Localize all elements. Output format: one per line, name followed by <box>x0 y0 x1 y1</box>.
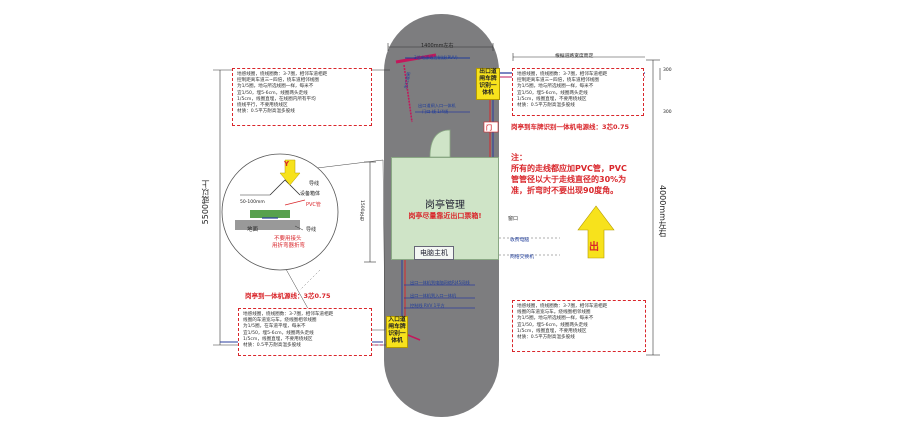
exit-arrow-label: 出 <box>589 242 599 253</box>
right-cable-label: 岗亭到车牌识别一体机电源线：3芯0.75 <box>511 123 630 131</box>
bottom-line-label-2: 出口一体机到入口一体机 <box>410 293 457 298</box>
mid-line-label-2: 门口 线 1/4线 <box>422 109 449 114</box>
pc-host-box: 电脑主机 <box>414 246 454 260</box>
right-vertical-label: 4000mm左右 <box>658 185 667 237</box>
door-label: 门 <box>486 125 493 132</box>
inset-height-label: 50-100mm <box>240 200 265 205</box>
booth-title: 岗亭管理 <box>425 200 465 211</box>
equipment-label-2: 网络交换机 <box>510 255 534 260</box>
booth-height-dim: 1500左右 <box>359 200 364 221</box>
bottom-line-label-1: 出口一体机到电脑网络RJ45网线 <box>410 280 470 285</box>
guard-booth: 岗亭管理 岗亭尽量靠近出口票箱! 电脑主机 <box>391 157 499 260</box>
inset-ground-label: 地面 <box>247 227 259 233</box>
inset-device-label: 设备箱体 <box>300 191 321 197</box>
note-bottom-right: 地感线圈，绕线圈数：3-7圈，相邻车道相距线圈的车道宽与车。绕线圈相邻线圈为1/… <box>512 300 646 352</box>
right-mid-small-dim: 300 <box>663 110 672 115</box>
inset-warning-2: 用折弯器折弯 <box>272 243 306 249</box>
booth-door-arc <box>429 129 451 158</box>
inset-pvc-label: PVC管 <box>306 202 321 208</box>
exit-arrow <box>577 205 615 259</box>
door-box <box>483 121 499 133</box>
note-top-left: 地感线圈，绕线圈数：3-7圈，相邻车道相距控制距离车道三~四倍，绕车道相邻线圈为… <box>232 68 372 126</box>
bottom-line-label-3: 控制线 RVV 1平方 <box>410 303 445 308</box>
inset-warning-1: 不要用接头 <box>274 236 302 242</box>
right-top-small-dim: 300 <box>663 68 672 73</box>
note-bottom-left: 地感线圈，绕线圈数：3-7圈，相邻车道相距线圈的车道宽与车。绕线圈相邻线圈为1/… <box>238 308 372 356</box>
mid-line-label-1: 出口道闸入口一体机 <box>418 103 456 108</box>
exit-lpr-camera-sign: 出口道闸车牌识别一体机 <box>476 68 500 100</box>
inset-y-mark: Y <box>284 160 290 168</box>
booth-subtitle: 岗亭尽量靠近出口票箱! <box>408 212 482 220</box>
left-cable-label: 岗亭到一体机源线：3芯0.75 <box>245 292 331 300</box>
inset-guide-line-label: 导线 <box>309 181 320 187</box>
left-vertical-label: 5500或以上 <box>201 180 210 225</box>
entry-lpr-camera-sign: 入口道闸车牌识别一体机 <box>386 316 408 348</box>
top-dimension-label: 1400mm左右 <box>421 43 454 49</box>
road-width-label: 根据道路宽度而定 <box>555 54 594 59</box>
note-top-right: 地感线圈，绕线圈数：3-7圈，相邻车道相距控制距离车道三~四倍，绕车道相邻线圈为… <box>512 68 644 116</box>
window-label: 窗口 <box>508 216 519 222</box>
main-note: 注： 所有的走线都应加PVC管，PVC 管管径以大于走线直径的30%为 准，折弯… <box>511 153 627 195</box>
equipment-label-1: 收费电脑 <box>510 238 530 243</box>
inset-guide-line2-label: 导线 <box>306 227 317 233</box>
inset-yellow-arrow <box>279 159 301 186</box>
top-line-label-1: 3芯电源线控制线(RVV) <box>414 55 458 60</box>
top-loop-cable <box>403 64 413 123</box>
